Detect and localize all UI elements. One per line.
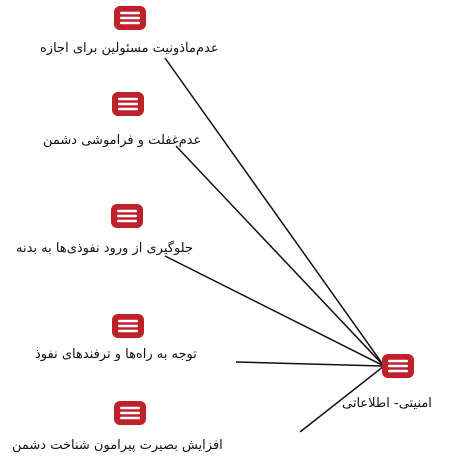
node-label-n4: توجه به راه‌ها و ترفندهای نفوذ bbox=[35, 347, 197, 362]
edge-n3-to-center bbox=[164, 255, 385, 367]
edge-n5-to-center bbox=[299, 365, 385, 433]
list-icon-n2 bbox=[112, 92, 144, 116]
edge-n2-to-center bbox=[175, 145, 385, 367]
node-label-n5: افزایش بصیرت پیرامون شناخت دشمن bbox=[12, 438, 223, 453]
edge-n1-to-center bbox=[164, 57, 385, 367]
list-icon-n1 bbox=[114, 6, 146, 30]
node-label-n2: عدم‌غفلت و فراموشی دشمن bbox=[43, 133, 202, 148]
list-icon-n3 bbox=[111, 204, 143, 228]
list-icon-center bbox=[382, 354, 414, 378]
connector-lines bbox=[164, 57, 385, 433]
node-label-n3: جلوگیری از ورود نفوذی‌ها به بدنه bbox=[16, 241, 193, 256]
list-icon-n5 bbox=[114, 401, 146, 425]
node-label-n1: عدم‌ماذونیت مسئولین برای اجازه bbox=[40, 41, 219, 56]
node-icons bbox=[111, 6, 414, 425]
list-icon-n4 bbox=[112, 314, 144, 338]
center-node-label: امنیتی- اطلاعاتی bbox=[342, 396, 432, 411]
edge-n4-to-center bbox=[235, 361, 385, 367]
